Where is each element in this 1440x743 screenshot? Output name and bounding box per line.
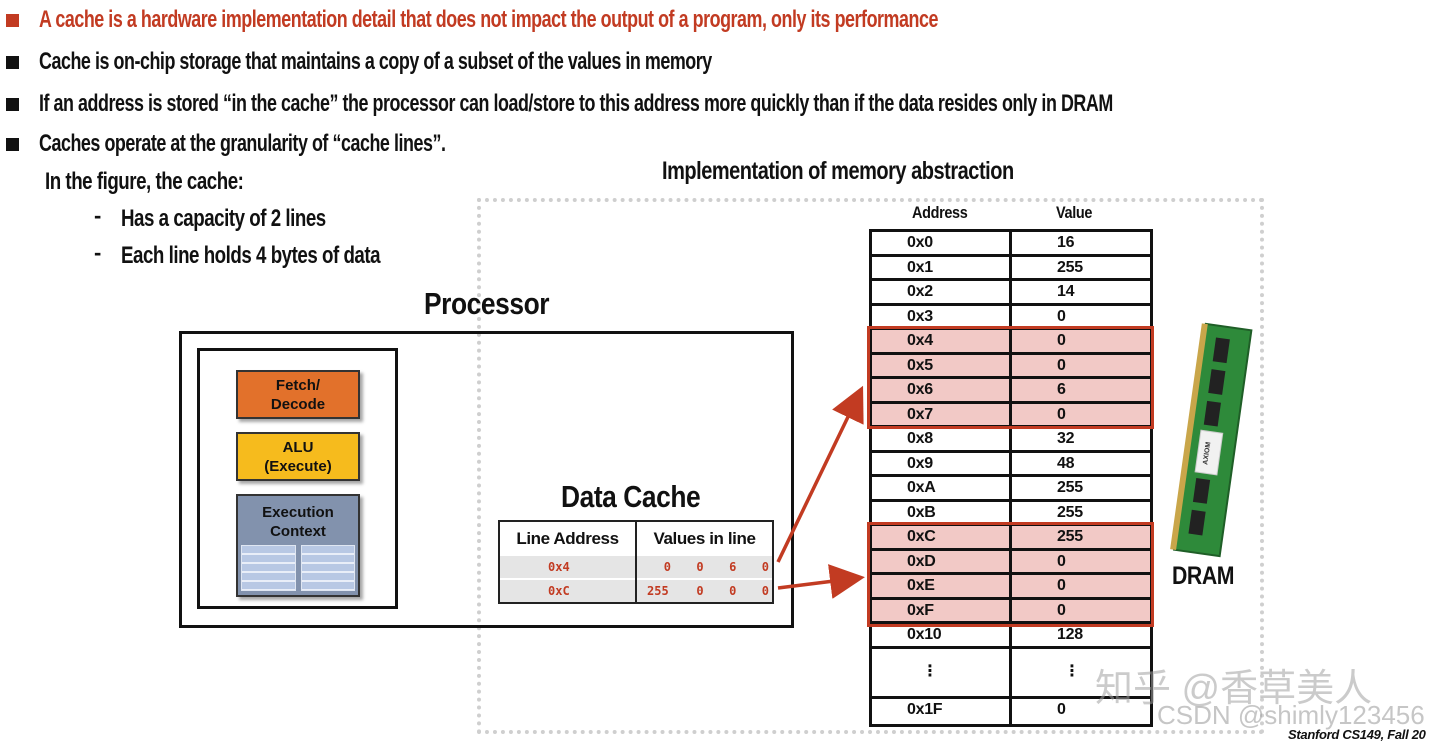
sub-bullet-1: Has a capacity of 2 lines <box>121 205 326 232</box>
core-box <box>197 348 398 609</box>
register-column <box>300 545 355 591</box>
memory-value: 0 <box>1057 552 1066 570</box>
alu-label-1: ALU <box>282 438 314 456</box>
cached-line-highlight-0x4 <box>867 326 1154 429</box>
cache-column-divider <box>635 522 637 602</box>
bullet-marker <box>6 14 19 27</box>
memory-address: 0x10 <box>907 626 942 643</box>
memory-address: 0xF <box>907 601 934 619</box>
processor-box <box>179 331 794 628</box>
cache-line-addr: 0x4 <box>548 560 570 574</box>
memory-value: 0 <box>1057 700 1066 718</box>
memory-address: 0x7 <box>907 405 933 423</box>
dram-brand: AXIOM <box>1202 441 1212 465</box>
memory-value: 255 <box>1057 528 1083 545</box>
memory-address: 0x5 <box>907 356 933 374</box>
watermark-csdn: CSDN @shimly123456 <box>1157 700 1425 730</box>
memory-address: 0xC <box>907 528 936 545</box>
watermark-zhihu: 知乎 @香草美人 <box>1095 668 1373 710</box>
bullet-2-text: Cache is on-chip storage that maintains … <box>39 48 712 75</box>
memory-address: 0x1 <box>907 258 933 276</box>
memory-address: 0xE <box>907 577 935 594</box>
figure-intro: In the figure, the cache: <box>45 168 244 195</box>
bullet-4-text: Caches operate at the granularity of “ca… <box>39 130 446 157</box>
cache-value: 0 <box>761 560 769 574</box>
memory-value: 14 <box>1057 283 1075 300</box>
memory-column-divider <box>1009 229 1012 727</box>
alu-unit: ALU(Execute) <box>236 432 360 481</box>
memory-value: 255 <box>1057 479 1083 496</box>
sub-bullet-2: Each line holds 4 bytes of data <box>121 242 381 269</box>
cache-line-addr: 0xC <box>548 584 570 598</box>
memory-address: 0xA <box>907 479 936 496</box>
memory-value: 6 <box>1057 381 1066 398</box>
processor-title: Processor <box>424 286 550 321</box>
memory-address: 0x0 <box>907 234 933 251</box>
memory-address: 0xD <box>907 552 936 570</box>
exec-label-1: Execution <box>262 504 334 521</box>
memory-address: ⋮ <box>922 662 938 680</box>
memory-value: 16 <box>1057 234 1075 251</box>
bullet-3-text: If an address is stored “in the cache” t… <box>39 90 1113 117</box>
memory-address: 0x6 <box>907 381 933 398</box>
register-column <box>241 545 296 591</box>
cache-value: 0 <box>761 584 769 598</box>
cache-value: 0 <box>696 560 704 574</box>
cache-header-values: Values in line <box>653 529 756 548</box>
arrow-line-0xC <box>777 564 865 599</box>
memory-address: 0x4 <box>907 332 933 349</box>
sub-bullet-dash: - <box>94 240 102 265</box>
memory-value: ⋮ <box>1064 662 1080 680</box>
arrow-line-0x4 <box>776 385 864 563</box>
exec-label-2: Context <box>270 523 326 540</box>
impl-title: Implementation of memory abstraction <box>662 157 1014 185</box>
bullet-marker <box>6 98 19 111</box>
dram-module-icon: AXIOM <box>1170 322 1253 558</box>
sub-bullet-dash: - <box>94 203 102 228</box>
context-registers <box>241 545 355 591</box>
memory-value: 0 <box>1057 405 1066 423</box>
memory-value: 0 <box>1057 356 1066 374</box>
memory-value: 255 <box>1057 503 1083 521</box>
cache-value: 0 <box>729 584 737 598</box>
bullet-marker <box>6 138 19 151</box>
memory-value: 32 <box>1057 430 1075 447</box>
memory-value: 0 <box>1057 307 1066 325</box>
memory-value: 48 <box>1057 454 1075 472</box>
cached-line-highlight-0xC <box>867 522 1154 627</box>
bullet-1-text: A cache is a hardware implementation det… <box>39 6 938 33</box>
fetch-decode-unit: Fetch/Decode <box>236 370 360 419</box>
cache-header-line-address: Line Address <box>516 529 619 548</box>
memory-address: 0x1F <box>907 700 943 718</box>
memory-value: 0 <box>1057 332 1066 349</box>
memory-header-value: Value <box>1056 203 1093 222</box>
cache-value: 255 <box>647 584 669 598</box>
memory-address: 0x8 <box>907 430 933 447</box>
cache-value: 6 <box>729 560 737 574</box>
memory-address: 0x2 <box>907 283 933 300</box>
memory-value: 255 <box>1057 258 1083 276</box>
memory-value: 0 <box>1057 577 1066 594</box>
data-cache-title: Data Cache <box>561 479 701 514</box>
memory-address: 0x3 <box>907 307 933 325</box>
dram-label: DRAM <box>1172 562 1235 590</box>
memory-header-address: Address <box>912 203 968 222</box>
memory-row: 0x1F 0 <box>872 699 1150 722</box>
memory-abstraction-frame <box>477 198 1264 734</box>
memory-address: 0xB <box>907 503 936 521</box>
alu-label-2: (Execute) <box>264 457 332 475</box>
data-cache-table: Line Address Values in line 0x4 0 0 6 0 … <box>498 520 774 604</box>
memory-value: 128 <box>1057 626 1083 643</box>
memory-address: 0x9 <box>907 454 933 472</box>
bullet-marker <box>6 56 19 69</box>
cache-value: 0 <box>696 584 704 598</box>
memory-value: 0 <box>1057 601 1066 619</box>
fetch-label-2: Decode <box>270 395 326 413</box>
footer-credit: Stanford CS149, Fall 20 <box>1288 727 1426 742</box>
fetch-label-1: Fetch/ <box>275 376 321 394</box>
cache-value: 0 <box>663 560 671 574</box>
